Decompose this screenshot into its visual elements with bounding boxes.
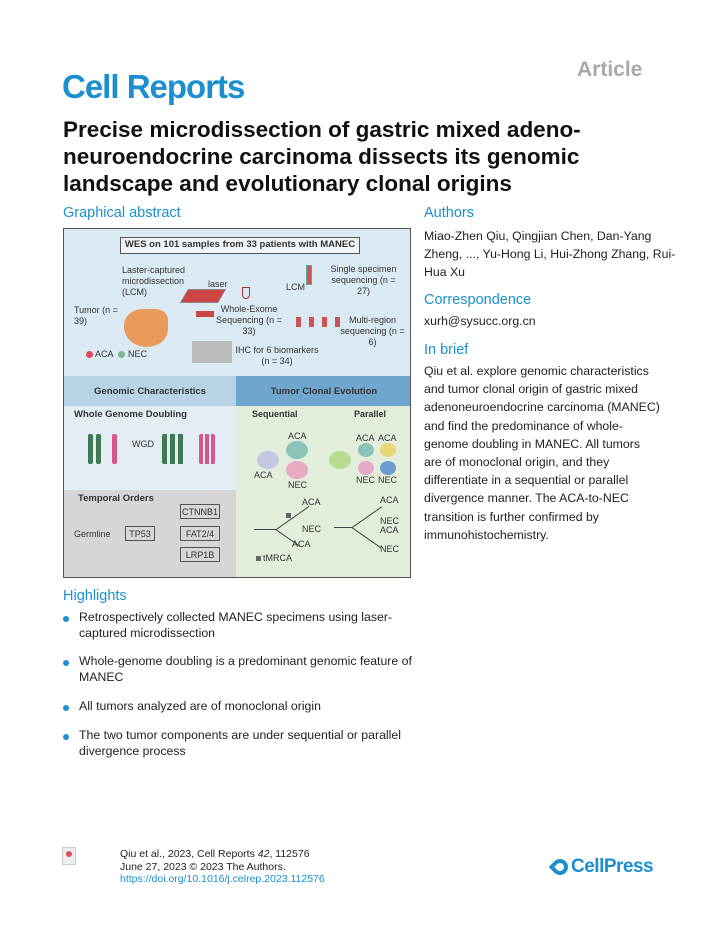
bullet-icon: [63, 660, 69, 666]
wgd-label: WGD: [132, 439, 154, 449]
stomach-icon: [124, 309, 168, 347]
tree-branch: [334, 527, 352, 528]
tree-branch: [254, 529, 276, 530]
ga-multi-label: Multi-region sequencing (n = 6): [340, 315, 405, 347]
legend-aca: ACA: [95, 349, 114, 359]
aca-dot-icon: [86, 351, 93, 358]
highlight-item: Retrospectively collected MANEC specimen…: [63, 610, 413, 641]
parallel-label: Parallel: [354, 409, 387, 419]
highlight-item: Whole-genome doubling is a predominant g…: [63, 654, 413, 685]
footer-doi-link[interactable]: https://doi.org/10.1016/j.celrep.2023.11…: [120, 873, 325, 885]
correspondence-email[interactable]: xurh@sysucc.org.cn: [424, 314, 536, 328]
citation-article: , 112576: [269, 848, 310, 860]
journal-logo: Cell Reports: [62, 68, 245, 105]
citation-text: Qiu et al., 2023, Cell Reports: [120, 848, 258, 860]
in-brief-heading: In brief: [424, 342, 469, 358]
tmrca-label: tMRCA: [263, 553, 292, 563]
sample-icon: [306, 265, 312, 285]
clonal-panel: [236, 406, 410, 577]
ga-banner: WES on 101 samples from 33 patients with…: [120, 237, 360, 254]
gene-box: LRP1B: [180, 547, 220, 562]
ga-tumor-label: Tumor (n = 39): [74, 305, 118, 326]
chromosome-icon: [112, 434, 117, 464]
seq-aca-root: ACA: [254, 470, 273, 480]
ga-lcm-label: Laster-captured microdissection (LCM): [122, 265, 186, 297]
clonal-header: Tumor Clonal Evolution: [270, 386, 378, 397]
footer-date: June 27, 2023 © 2023 The Authors.: [120, 860, 286, 873]
ihc-image: [192, 341, 232, 363]
highlight-item: All tumors analyzed are of monoclonal or…: [63, 699, 413, 715]
par-nec: NEC: [378, 475, 398, 485]
cell-cluster-icon: [286, 461, 308, 479]
cell-cluster-icon: [329, 451, 351, 469]
tube-icon: [242, 287, 250, 299]
tree-aca: ACA: [380, 525, 399, 535]
clonal-header-bg: [236, 376, 410, 406]
check-for-updates-icon[interactable]: [62, 847, 76, 865]
article-type: Article: [577, 58, 643, 81]
authors-heading: Authors: [424, 205, 474, 221]
tmrca-legend-icon: [256, 556, 261, 561]
ga-lcm-short: LCM: [286, 282, 306, 292]
graphical-abstract: WES on 101 samples from 33 patients with…: [63, 228, 411, 578]
cellpress-icon: [548, 855, 572, 879]
footer-citation: Qiu et al., 2023, Cell Reports 42, 11257…: [120, 848, 325, 886]
tree-nec: NEC: [380, 516, 400, 526]
ga-laser-label: laser: [208, 279, 228, 289]
paper-title: Precise microdissection of gastric mixed…: [63, 117, 581, 196]
par-aca: ACA: [356, 433, 375, 443]
seq-aca: ACA: [288, 431, 307, 441]
cell-cluster-icon: [257, 451, 279, 469]
gene-box: TP53: [125, 526, 155, 541]
cell-cluster-icon: [358, 443, 374, 457]
cell-cluster-icon: [286, 441, 308, 459]
authors-list: Miao-Zhen Qiu, Qingjian Chen, Dan-Yang Z…: [424, 229, 676, 280]
gene-box: CTNNB1: [180, 504, 220, 519]
nec-dot-icon: [118, 351, 125, 358]
seq-nec: NEC: [288, 480, 308, 490]
citation-volume: 42: [257, 848, 270, 860]
publisher-name: CellPress: [571, 856, 654, 877]
tree-nec: NEC: [302, 524, 322, 534]
legend-nec: NEC: [128, 349, 148, 359]
bullet-icon: [63, 705, 69, 711]
bullet-icon: [63, 616, 69, 622]
tree-aca: ACA: [380, 495, 399, 505]
tree-aca: ACA: [292, 539, 311, 549]
chromosome-doubled-icon: [199, 434, 215, 464]
chromosome-icon: [88, 434, 93, 464]
cell-cluster-icon: [380, 461, 396, 475]
tissue-icon: [196, 311, 214, 317]
par-nec: NEC: [356, 475, 376, 485]
highlight-item: The two tumor components are under seque…: [63, 728, 413, 759]
gene-box: FAT2/4: [180, 526, 220, 541]
cellpress-logo: CellPress: [548, 855, 654, 879]
cell-cluster-icon: [358, 461, 374, 475]
ga-wes-label: Whole-Exome Sequencing (n = 33): [216, 304, 282, 336]
multi-samples-icon: [296, 317, 346, 327]
chromosome-doubled-icon: [162, 434, 184, 464]
ga-ihc-label: IHC for 6 biomarkers (n = 34): [235, 345, 319, 366]
cell-cluster-icon: [380, 443, 396, 457]
ga-single-label: Single specimen sequencing (n = 27): [330, 264, 397, 296]
bullet-icon: [63, 734, 69, 740]
in-brief-text: Qiu et al. explore genomic characteristi…: [424, 364, 660, 542]
graphical-abstract-heading: Graphical abstract: [63, 205, 181, 221]
lcm-slide-icon: [179, 289, 227, 303]
wgd-title: Whole Genome Doubling: [74, 409, 187, 420]
genomic-header: Genomic Characteristics: [94, 386, 206, 397]
chromosome-icon: [96, 434, 101, 464]
sequential-label: Sequential: [252, 409, 298, 419]
highlights-heading: Highlights: [63, 588, 127, 604]
genomic-header-bg: [64, 376, 236, 406]
temporal-title: Temporal Orders: [78, 493, 154, 504]
tree-nec: NEC: [380, 544, 400, 554]
correspondence-heading: Correspondence: [424, 292, 532, 308]
germline-label: Germline: [74, 529, 111, 539]
par-aca: ACA: [378, 433, 397, 443]
tree-aca: ACA: [302, 497, 321, 507]
tmrca-marker: [286, 513, 291, 518]
